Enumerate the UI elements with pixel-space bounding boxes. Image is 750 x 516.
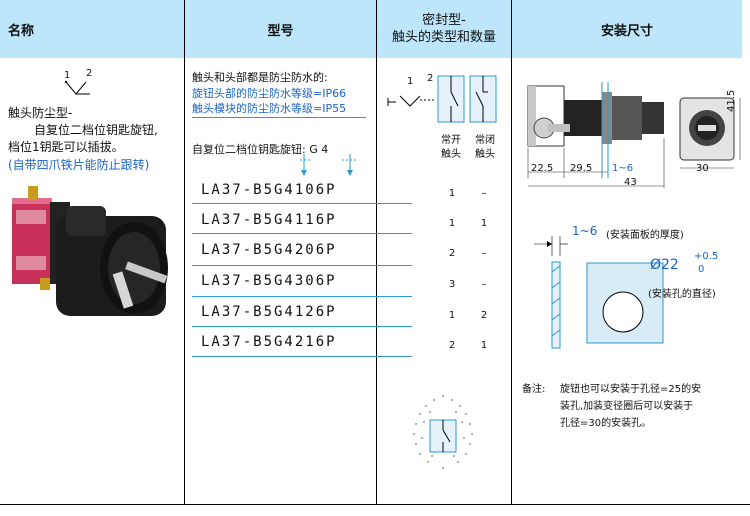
left-desc3: (自带四爪铁片能防止跟转) [8,158,150,172]
key-switch-product-image [12,186,168,316]
header-sealed: 密封型- 触头的类型和数量 [377,0,511,58]
count-nc-row-4: – [481,279,487,290]
dim-43: 43 [624,177,637,188]
mounting-hole-drawing [586,262,664,344]
no-contact-label-2: 触头 [441,149,461,160]
panel-thickness-range: 1~6 [572,224,598,238]
model-row-3-line [192,265,412,266]
count-nc-row-6: 1 [480,340,488,351]
model-desc-line1: 触头和头部都是防尘防水的: [192,71,328,84]
model-row-2-line [192,233,412,234]
hole-tolerance-plus: +0.5 [694,251,719,262]
model-desc-underline [192,117,366,118]
model-self-reset: 自复位二档位钥匙旋钮: G 4 [192,143,329,156]
no-contact-label-1: 常开 [441,135,461,146]
dim-41-5: 41.5 [726,89,737,112]
dim-30: 30 [696,163,709,174]
note-label: 备注: [522,384,546,395]
count-nc-row-1: – [481,188,487,199]
model-row-4-line [192,296,412,297]
count-nc-row-5: 2 [480,310,488,321]
left-title: 触头防尘型- [8,106,73,120]
count-no-row-1: 1 [448,188,456,199]
col-divider-1 [184,0,185,504]
hole-tolerance-zero: 0 [698,264,705,275]
header-dims-label: 安装尺寸 [600,23,653,39]
hole-diameter: Ø22 [650,257,679,273]
nc-contact-label-2: 触头 [475,149,495,160]
model-row-2: LA37-B5G4116P [201,212,337,228]
note-line3: 孔径=30的安装孔。 [560,418,652,429]
model-desc-line3: 触头模块的防尘防水等级=IP55 [192,102,347,115]
model-row-1: LA37-B5G4106P [201,182,337,198]
model-row-5: LA37-B5G4126P [201,304,337,320]
sealed-contact-icon [413,395,473,469]
header-name: 名称 [0,0,184,58]
header-name-label: 名称 [8,23,35,39]
dim-29-5: 29.5 [570,163,593,174]
count-no-row-3: 2 [448,248,456,259]
note-line1: 旋钮也可以安装于孔径=25的安 [560,384,702,395]
dim-22-5: 22.5 [531,163,554,174]
header-dims: 安装尺寸 [512,0,742,58]
count-nc-row-2: 1 [480,218,488,229]
panel-section-drawing [534,236,568,349]
left-diagram-label-1: 1 [64,70,71,81]
left-desc2: 档位1钥匙可以插拔。 [8,140,124,154]
col-divider-2 [376,0,377,504]
header-sealed-line1: 密封型- [422,13,466,28]
header-model: 型号 [185,0,376,58]
model-row-3: LA37-B5G4206P [201,242,337,258]
model-row-6: LA37-B5G4216P [201,334,337,350]
table-bottom-border [0,504,750,505]
model-row-1-line [192,203,412,204]
panel-thickness-note: (安装面板的厚度) [606,230,684,241]
contact-diagram-icon [387,75,497,123]
model-desc-line2: 旋钮头部的防尘防水等级=IP66 [192,87,347,100]
nc-contact-label-1: 常闭 [475,135,495,146]
count-no-row-4: 3 [448,279,456,290]
count-nc-row-3: – [481,248,487,259]
model-row-4: LA37-B5G4306P [201,273,337,289]
header-model-label: 型号 [267,23,294,39]
count-no-row-5: 1 [448,310,456,321]
model-row-6-line [192,356,412,357]
count-no-row-2: 1 [448,218,456,229]
count-no-row-6: 2 [448,340,456,351]
model-row-5-line [192,326,412,327]
col-divider-3 [511,0,512,504]
contact-diagram-label-1: 1 [407,76,414,87]
left-desc1: 自复位二档位钥匙旋钮, [34,123,158,137]
front-view-drawing [679,97,741,169]
key-switch-symbol-icon [64,80,90,95]
contact-diagram-label-2: 2 [427,73,434,84]
model-code-arrows [300,154,356,176]
side-view-drawing [527,82,665,188]
note-line2: 装孔,加装变径圈后可以安装于 [560,401,694,412]
dim-1-6: 1~6 [612,163,634,174]
hole-diameter-note: (安装孔的直径) [648,289,716,300]
left-diagram-label-2: 2 [86,68,93,79]
header-sealed-line2: 触头的类型和数量 [391,30,496,45]
